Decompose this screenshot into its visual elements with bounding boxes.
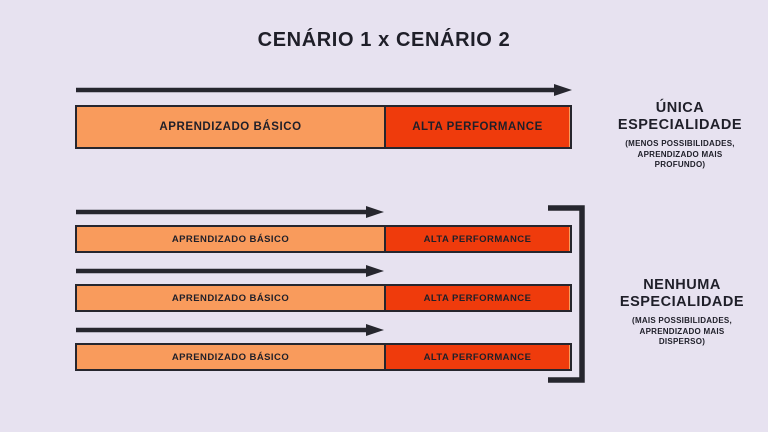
page-title: CENÁRIO 1 x CENÁRIO 2	[257, 29, 511, 51]
scenario-2-row-3-basic-segment: APRENDIZADO BÁSICO	[77, 345, 384, 369]
scenario-1-heading: ÚNICA ESPECIALIDADE	[596, 100, 764, 134]
scenario-1-side-label: ÚNICA ESPECIALIDADE (MENOS POSSIBILIDADE…	[596, 100, 764, 170]
scenario-2-side-label: NENHUMA ESPECIALIDADE (MAIS POSSIBILIDAD…	[596, 277, 768, 347]
scenario-1-sub-line-3: PROFUNDO)	[654, 160, 706, 169]
scenario-2-row-3-basic-label: APRENDIZADO BÁSICO	[171, 351, 290, 363]
scenario-1-sub-line-2: APRENDIZADO MAIS	[637, 149, 723, 159]
scenario-2-row-1-basic-segment: APRENDIZADO BÁSICO	[77, 227, 384, 251]
scenario-2-row-2-basic-segment: APRENDIZADO BÁSICO	[77, 286, 384, 310]
scenario-2-row-1-high-label: ALTA PERFORMANCE	[423, 233, 532, 245]
scenario-1-heading-line-1: ÚNICA	[655, 100, 705, 116]
scenario-1-bar: APRENDIZADO BÁSICO ALTA PERFORMANCE	[75, 105, 572, 149]
progress-arrow-scenario-1-icon	[76, 84, 576, 96]
scenario-2-row-3-high-label: ALTA PERFORMANCE	[423, 351, 532, 363]
scenario-2-row-2-basic-label: APRENDIZADO BÁSICO	[171, 292, 290, 304]
progress-arrow-scenario-2-row-3-icon	[76, 324, 388, 336]
scenario-2-heading-line-2: ESPECIALIDADE	[619, 294, 745, 311]
scenario-2-row-2-high-segment: ALTA PERFORMANCE	[384, 286, 569, 310]
scenario-2-row-3-high-segment: ALTA PERFORMANCE	[384, 345, 569, 369]
scenario-1-high-segment: ALTA PERFORMANCE	[384, 107, 569, 147]
scenario-2-bar-row-1: APRENDIZADO BÁSICO ALTA PERFORMANCE	[75, 225, 572, 253]
scenario-2-heading: NENHUMA ESPECIALIDADE	[596, 277, 768, 311]
scenario-2-row-1-basic-label: APRENDIZADO BÁSICO	[171, 233, 290, 245]
scenario-2-sub-line-2: APRENDIZADO MAIS	[639, 326, 725, 336]
scenario-1-subtext: (MENOS POSSIBILIDADES, APRENDIZADO MAIS …	[596, 139, 764, 170]
scenario-2-sub-line-3: DISPERSO)	[658, 337, 706, 346]
scenario-2-bar-row-3: APRENDIZADO BÁSICO ALTA PERFORMANCE	[75, 343, 572, 371]
progress-arrow-scenario-2-row-2-icon	[76, 265, 388, 277]
scenario-2-row-2-high-label: ALTA PERFORMANCE	[423, 292, 532, 304]
scenario-2-subtext: (MAIS POSSIBILIDADES, APRENDIZADO MAIS D…	[596, 316, 768, 347]
scenario-2-grouping-bracket	[548, 204, 590, 384]
scenario-1-basic-segment: APRENDIZADO BÁSICO	[77, 107, 384, 147]
scenario-1-heading-line-2: ESPECIALIDADE	[617, 117, 743, 134]
scenario-1-high-label: ALTA PERFORMANCE	[412, 121, 543, 133]
scenario-1-basic-label: APRENDIZADO BÁSICO	[159, 121, 302, 133]
progress-arrow-scenario-2-row-1-icon	[76, 206, 388, 218]
scenario-2-row-1-high-segment: ALTA PERFORMANCE	[384, 227, 569, 251]
scenario-1-sub-line-1: (MENOS POSSIBILIDADES,	[625, 139, 735, 149]
scenario-2-sub-line-1: (MAIS POSSIBILIDADES,	[632, 316, 732, 326]
scenario-2-heading-line-1: NENHUMA	[643, 277, 721, 293]
scenario-2-bar-row-2: APRENDIZADO BÁSICO ALTA PERFORMANCE	[75, 284, 572, 312]
